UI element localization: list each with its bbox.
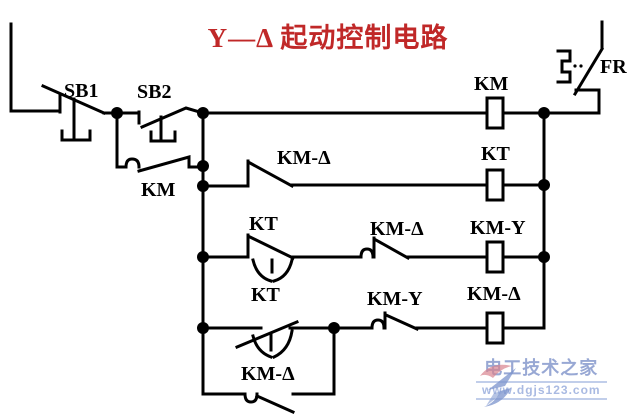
km-delta-nc-contact-rung3-symbol xyxy=(359,236,411,261)
label-kt-coil: KT xyxy=(481,143,510,165)
label-km-delta-rung3: KM-Δ xyxy=(370,218,424,240)
watermark-site-url: www.dgjs123.com xyxy=(476,380,607,400)
watermark: 电工技术之家 www.dgjs123.com xyxy=(476,357,607,407)
label-km-latch: KM xyxy=(141,179,176,201)
km-coil-symbol xyxy=(485,96,505,130)
km-latch-contact-symbol xyxy=(115,111,205,173)
km-y-nc-contact-rung4-symbol xyxy=(370,311,419,331)
km-delta-latch-contact-symbol xyxy=(201,326,336,414)
kt-delay-contact-rung4-symbol xyxy=(201,320,299,359)
label-km-y-coil: KM-Y xyxy=(470,217,526,239)
power-rail-left xyxy=(9,22,60,113)
sb2-start-pushbutton-symbol xyxy=(137,106,205,143)
label-km-delta-coil: KM-Δ xyxy=(467,283,521,305)
label-km-y-rung4: KM-Y xyxy=(367,288,423,310)
km-y-coil-symbol xyxy=(485,240,505,274)
label-km-coil: KM xyxy=(474,73,509,95)
label-km-delta-rung2: KM-Δ xyxy=(277,147,331,169)
label-km-delta-latch: KM-Δ xyxy=(241,363,295,385)
diagram-title: Y—Δ 起动控制电路 xyxy=(207,23,449,53)
fr-overload-contact-symbol xyxy=(556,20,605,115)
km-delta-coil-symbol xyxy=(485,311,505,345)
sb1-stop-pushbutton-symbol xyxy=(41,84,106,142)
junction-dots xyxy=(111,107,550,334)
label-sb1: SB1 xyxy=(64,80,99,102)
label-kt-rung3: KT xyxy=(249,213,278,235)
label-kt-rung4: KT xyxy=(251,284,280,306)
watermark-logo-icon xyxy=(480,364,516,407)
km-delta-nc-contact-rung2-symbol xyxy=(201,159,295,189)
kt-coil-symbol xyxy=(485,168,505,202)
label-sb2: SB2 xyxy=(137,81,172,103)
kt-delay-contact-rung3-symbol xyxy=(201,233,296,283)
label-fr: FR xyxy=(600,56,627,78)
